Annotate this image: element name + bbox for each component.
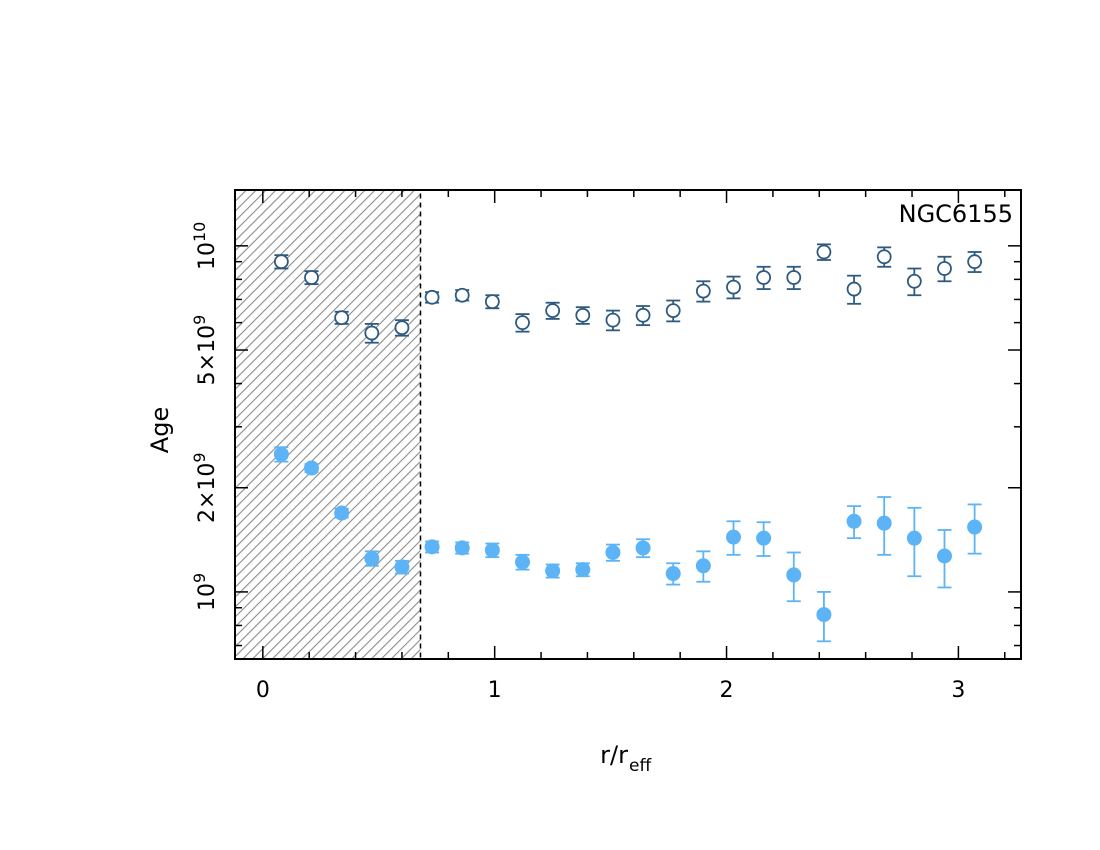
- data-point-filled: [846, 513, 862, 529]
- data-point-filled: [816, 607, 832, 623]
- data-point-open: [424, 289, 440, 305]
- y-tick-label: 109: [190, 573, 220, 611]
- data-point-open: [545, 303, 561, 318]
- data-point-open: [695, 283, 711, 299]
- data-point-filled: [484, 542, 500, 558]
- data-point-open: [454, 287, 470, 303]
- data-point-filled: [635, 540, 651, 556]
- data-point-open: [394, 320, 410, 336]
- data-point-open: [846, 281, 862, 297]
- data-point-filled: [876, 515, 892, 531]
- data-point-filled: [545, 563, 561, 579]
- data-point-open: [665, 303, 681, 318]
- data-point-open: [726, 279, 741, 295]
- x-axis-title: r/r: [600, 741, 628, 769]
- data-point-open: [304, 270, 319, 285]
- data-point-filled: [936, 548, 952, 564]
- data-point-filled: [273, 446, 289, 462]
- x-tick-label: 2: [720, 678, 734, 703]
- data-point-open: [273, 254, 289, 270]
- y-tick-label: 2×109: [190, 452, 220, 523]
- data-point-filled: [304, 460, 320, 476]
- data-point-filled: [394, 559, 410, 575]
- data-point-filled: [334, 505, 350, 521]
- data-point-open: [816, 244, 832, 260]
- data-point-open: [575, 307, 591, 323]
- data-point-filled: [906, 530, 922, 546]
- data-point-open: [605, 312, 621, 328]
- data-point-filled: [364, 550, 380, 566]
- x-tick-label: 0: [256, 678, 270, 703]
- data-point-filled: [756, 530, 772, 546]
- data-point-filled: [454, 540, 470, 556]
- data-point-open: [515, 315, 530, 331]
- y-axis-title: Age: [146, 407, 174, 453]
- inner-region-hatch: [234, 189, 422, 660]
- data-point-open: [756, 270, 772, 285]
- y-tick-label: 1010: [190, 222, 220, 270]
- data-point-filled: [725, 529, 741, 545]
- data-point-open: [484, 294, 500, 310]
- data-point-open: [937, 261, 952, 276]
- data-point-filled: [967, 519, 983, 535]
- data-point-open: [364, 325, 380, 341]
- y-tick-label: 5×109: [190, 315, 220, 386]
- data-marks: [273, 243, 983, 643]
- data-point-open: [334, 310, 350, 326]
- annotation-label: NGC6155: [899, 200, 1013, 228]
- data-point-open: [635, 307, 651, 323]
- plot-frame: [234, 189, 1022, 660]
- data-point-filled: [695, 558, 711, 574]
- axis-ticks: [235, 190, 1021, 659]
- data-point-filled: [786, 567, 802, 583]
- data-point-open: [876, 249, 892, 265]
- tick-labels: 0 1 2 3 109 2×109 5×109 1010: [190, 222, 965, 703]
- data-point-open: [906, 273, 922, 289]
- data-point-filled: [575, 562, 591, 578]
- data-point-open: [967, 254, 983, 270]
- data-point-open: [786, 270, 802, 285]
- x-tick-label: 3: [951, 678, 965, 703]
- x-tick-label: 1: [488, 678, 502, 703]
- x-axis-title-subscript: eff: [629, 756, 652, 776]
- data-point-filled: [665, 566, 681, 582]
- data-point-filled: [424, 539, 440, 555]
- data-point-filled: [605, 544, 621, 560]
- data-point-filled: [515, 554, 531, 570]
